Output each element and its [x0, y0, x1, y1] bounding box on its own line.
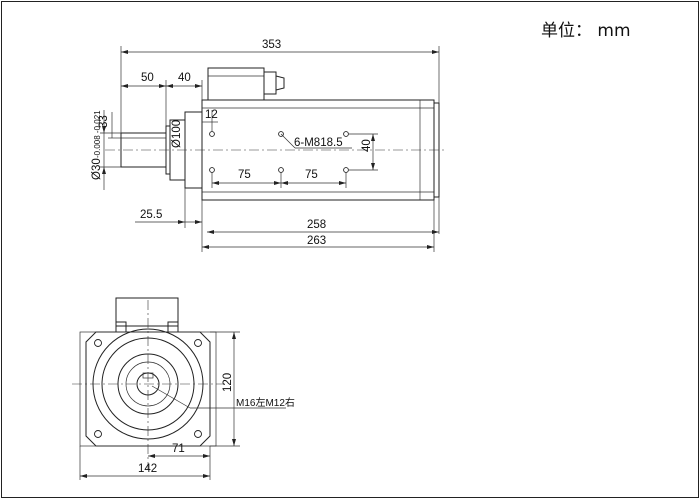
side-view: 353 50 40 12 Ø30 -0.008 -0.021 33 Ø100 2… [91, 39, 445, 252]
thread-callout: 6-M818.5 [294, 137, 343, 149]
corner-hole [94, 430, 102, 438]
corner-hole [194, 430, 202, 438]
dim-pilot-diameter: Ø100 [171, 120, 183, 148]
dim-hole-offset: 12 [205, 109, 218, 121]
dim-overall-length: 353 [262, 39, 281, 51]
mount-hole [343, 167, 349, 173]
cable-gland [263, 71, 277, 95]
dim-hole-spacing-1: 75 [238, 169, 251, 181]
dim-center-offset: 71 [172, 443, 185, 455]
mount-hole [278, 167, 284, 173]
dim-hole-spacing-2: 75 [305, 169, 318, 181]
mount-hole [209, 131, 215, 137]
dim-body-total: 263 [307, 235, 326, 247]
shaft-thread-callout: M16左M12右 [236, 396, 295, 409]
dim-front-width: 142 [138, 463, 157, 475]
terminal-box [207, 67, 265, 101]
dim-hole-row-gap: 40 [361, 139, 373, 152]
corner-hole [94, 339, 102, 347]
dim-front-height: 120 [222, 373, 234, 392]
dim-flange-width: 40 [178, 72, 191, 84]
mount-hole [209, 167, 215, 173]
dim-shaft-tolerance: -0.008 -0.021 [93, 110, 102, 158]
dim-shaft-length: 50 [141, 72, 154, 84]
front-view: 120 M16左M12右 71 142 [72, 297, 295, 480]
dim-body-length: 258 [307, 219, 326, 231]
terminal-box-top [115, 297, 179, 327]
dim-key-height: 33 [98, 115, 110, 128]
dim-flange-thickness: 25.5 [140, 209, 162, 221]
unit-label: 单位： mm [541, 21, 631, 41]
dim-shaft-diameter: Ø30 [91, 158, 103, 180]
corner-hole [194, 339, 202, 347]
mount-hole [343, 131, 349, 137]
